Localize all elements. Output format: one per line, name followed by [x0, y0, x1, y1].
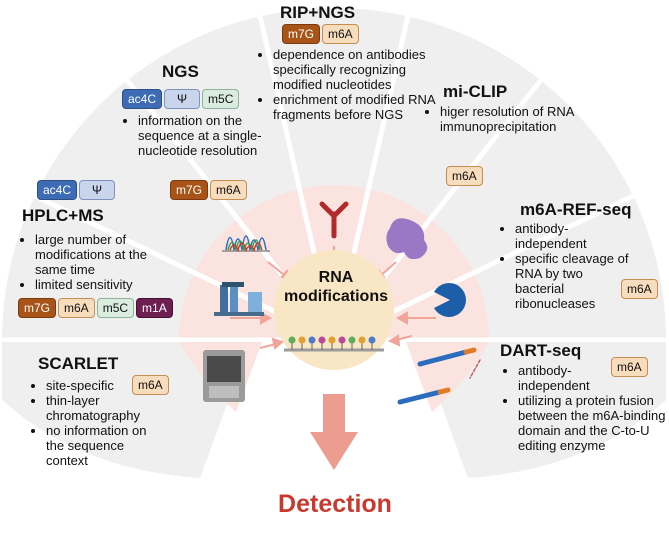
dart-seq-bullet: antibody-independent: [518, 363, 614, 393]
hplc-bottom-tags: m7G m6A m5C m1A: [18, 298, 173, 318]
mi-clip-tags: m6A: [446, 166, 483, 186]
m6a-ref-seq-title: m6A-REF-seq: [520, 200, 632, 219]
hplc-ms-title: HPLC+MS: [22, 206, 104, 225]
antibody-icon: [319, 201, 349, 239]
tag-m6a: m6A: [446, 166, 483, 186]
dart-panel: [418, 342, 666, 478]
scarlet-panel: [2, 342, 250, 478]
rip-ngs-bullets: dependence on antibodies specifically re…: [258, 47, 443, 122]
rip-ngs-bullet: dependence on antibodies specifically re…: [273, 47, 443, 92]
hplc-ms-bullet: large number of modifications at the sam…: [35, 232, 175, 277]
enzyme-icon: [434, 282, 467, 317]
dart-seq-bullets: antibody-independent utilizing a protein…: [503, 363, 669, 453]
chromatogram-icon: [222, 235, 270, 253]
tag-m1a: m1A: [136, 298, 173, 318]
scarlet-bullet: site-specific: [46, 378, 166, 393]
tag-m5c: m5C: [96, 298, 135, 318]
dart-seq-tags: m6A: [611, 357, 648, 377]
mi-clip-bullet: higer resolution of RNA immunoprecipitat…: [440, 104, 585, 134]
m6a-ref-seq-bullet: antibody-independent: [515, 221, 633, 251]
center-label-line1: RNA: [318, 269, 354, 286]
tag-m5c: m5C: [202, 89, 240, 109]
tag-m6a: m6A: [621, 279, 658, 299]
protein-fusion-icon: [397, 347, 481, 405]
m6a-ref-seq-bullet: specific cleavage of RNA by two bacteria…: [515, 251, 633, 311]
rip-ngs-tags: m7G m6A: [282, 24, 359, 44]
tag-m7g: m7G: [282, 24, 321, 44]
rip-ngs-bullet: enrichment of modified RNA fragments bef…: [273, 92, 443, 122]
detection-arrow: [310, 394, 358, 470]
tag-psi: Ψ: [164, 89, 201, 109]
hplc-instrument-icon: [214, 282, 264, 316]
scarlet-bullets: site-specific thin-layer chromatography …: [31, 378, 166, 468]
protein-blob-icon: [386, 218, 428, 260]
tag-ac4c: ac4C: [37, 180, 78, 200]
ngs-bottom-tags: m7G m6A: [170, 180, 247, 200]
hplc-ms-bullets: large number of modifications at the sam…: [20, 232, 175, 292]
ngs-bullet: information on the sequence at a single-…: [138, 113, 268, 158]
scarlet-tags: m6A: [132, 375, 169, 395]
mi-clip-title: mi-CLIP: [443, 82, 508, 101]
hplc-ms-bullet: limited sensitivity: [35, 277, 175, 292]
tag-m7g: m7G: [18, 298, 57, 318]
mi-clip-bullets: higer resolution of RNA immunoprecipitat…: [425, 104, 585, 134]
tag-m6a: m6A: [132, 375, 169, 395]
tag-m6a: m6A: [58, 298, 95, 318]
dart-seq-bullet: utilizing a protein fusion between the m…: [518, 393, 669, 453]
dart-seq-title: DART-seq: [500, 341, 582, 360]
tag-psi: Ψ: [79, 180, 116, 200]
tag-ac4c: ac4C: [122, 89, 163, 109]
ngs-title: NGS: [162, 62, 199, 81]
m6a-ref-seq-tags: m6A: [621, 279, 658, 299]
center-label-line2: modifications: [283, 288, 388, 305]
scarlet-instrument-icon: [203, 350, 245, 402]
hplc-top-tags: ac4C Ψ: [37, 180, 116, 200]
scarlet-bullet: no information on the sequence context: [46, 423, 166, 468]
ngs-bullets: information on the sequence at a single-…: [123, 113, 268, 158]
ngs-top-tags: ac4C Ψ m5C: [122, 89, 240, 109]
m6a-ref-seq-bullets: antibody-independent specific cleavage o…: [500, 221, 633, 311]
center-label: RNA modifications: [281, 268, 391, 306]
detection-label: Detection: [278, 490, 392, 518]
tag-m7g: m7G: [170, 180, 209, 200]
scarlet-bullet: thin-layer chromatography: [46, 393, 166, 423]
tag-m6a: m6A: [210, 180, 247, 200]
rna-strand-icon: [284, 336, 384, 352]
scarlet-title: SCARLET: [38, 354, 119, 373]
tag-m6a: m6A: [611, 357, 648, 377]
rip-ngs-title: RIP+NGS: [280, 3, 356, 22]
tag-m6a: m6A: [322, 24, 359, 44]
